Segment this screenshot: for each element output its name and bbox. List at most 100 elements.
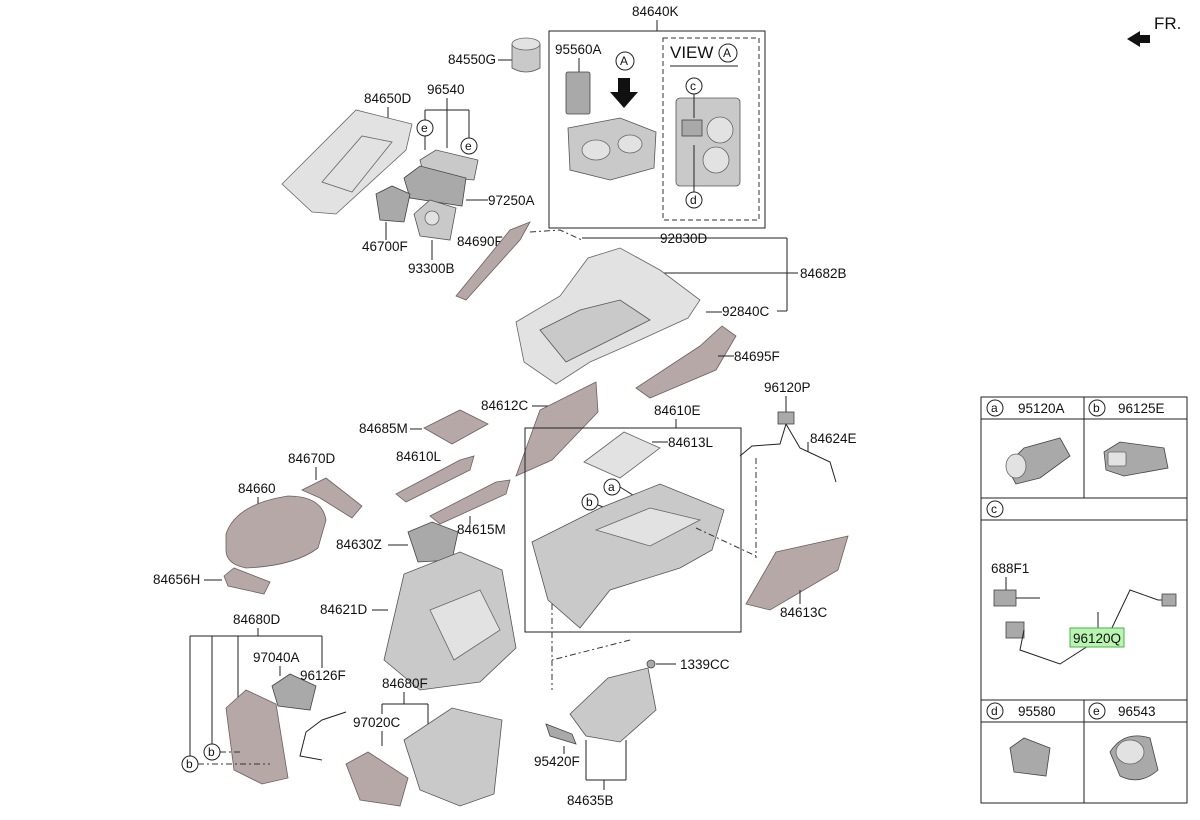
part-84680D [225,689,289,785]
label-84612C: 84612C [481,398,529,413]
callout-c-view: c [685,77,703,118]
callout-e-2: e [460,137,478,155]
svg-text:d: d [690,193,697,207]
svg-text:a: a [991,401,998,415]
callout-A-view: A [610,51,638,108]
part-84670D [301,477,363,519]
label-84635B: 84635B [567,793,614,808]
svg-text:a: a [608,480,615,494]
label-84660: 84660 [238,481,276,496]
harness-96120Q [1016,589,1172,665]
legend-c-part2: 96120Q [1073,631,1121,646]
part-95580 [1009,737,1051,777]
svg-text:b: b [208,745,215,759]
callout-e-1: e [416,119,434,150]
svg-text:b: b [586,495,593,509]
label-84695F: 84695F [734,349,780,364]
harness-84624E [739,423,837,483]
part-97020C [345,751,409,807]
label-95420F: 95420F [534,754,580,769]
label-84680D: 84680D [233,612,281,627]
part-84685M [423,409,489,445]
centerline-console [551,604,631,690]
part-84613C [745,535,849,611]
part-84613L [583,431,661,479]
front-label: FR. [1154,14,1181,33]
legend-a-part: 95120A [1018,401,1065,416]
label-84650D: 84650D [364,91,412,106]
part-84695F [635,325,737,399]
callout-b-84680D-1: b [203,743,240,761]
legend-cell-d: d 95580 [986,702,1056,777]
part-84635B [569,667,657,743]
label-96126F: 96126F [300,668,346,683]
label-84615M: 84615M [457,522,506,537]
svg-text:c: c [991,502,997,516]
label-84550G: 84550G [448,52,496,67]
label-84630Z: 84630Z [336,537,382,552]
arrow-down-icon [610,78,638,108]
label-1339CC: 1339CC [680,657,730,672]
label-84690F: 84690F [457,234,503,249]
view-A-tray [675,97,741,187]
legend-cell-b: b 96125E [1088,399,1169,477]
svg-text:b: b [186,757,193,771]
part-96120P [777,411,795,425]
part-688F1 [993,589,1017,607]
label-95560A: 95560A [555,42,602,57]
label-84624E: 84624E [810,431,857,446]
label-84610E: 84610E [654,403,701,418]
label-84680F: 84680F [382,676,428,691]
front-arrow-icon [1127,31,1150,47]
legend-table: a 95120A b 96125E c 688F1 96120Q [980,396,1188,804]
label-84656H: 84656H [153,572,200,587]
svg-text:c: c [690,79,696,93]
svg-text:e: e [465,139,472,153]
label-97250A: 97250A [488,193,535,208]
svg-text:A: A [620,54,628,68]
part-97040A [271,673,317,711]
part-95560A [565,71,591,115]
part-46700F [375,185,411,223]
label-93300B: 93300B [408,261,455,276]
label-84685M: 84685M [359,421,408,436]
label-84613C: 84613C [780,605,828,620]
part-84690F [455,221,531,301]
label-97040A: 97040A [253,650,300,665]
legend-cell-c: c 688F1 96120Q [986,500,1177,665]
label-92830D: 92830D [660,231,708,246]
part-84630Z [407,521,459,563]
label-84682B: 84682B [800,266,847,281]
view-label: VIEW [670,43,713,62]
callout-b-84680D-2: b [181,755,270,773]
svg-text:e: e [421,121,428,135]
legend-e-part: 96543 [1118,704,1156,719]
svg-text:b: b [1093,401,1100,415]
svg-text:e: e [1093,704,1100,718]
view-A-box [662,37,760,221]
label-96120P: 96120P [764,380,811,395]
legend-b-part: 96125E [1118,401,1165,416]
label-84640K: 84640K [632,4,679,19]
part-96125E [1103,441,1169,477]
part-84680F [403,707,503,807]
group-box-84640K [548,30,766,229]
legend-c-part1: 688F1 [991,561,1029,576]
part-84615M [429,479,511,525]
part-84612C [515,381,599,477]
part-84660 [225,495,327,569]
label-84610L: 84610L [396,449,442,464]
label-46700F: 46700F [362,239,408,254]
part-84656H [223,567,271,595]
part-84650D [281,109,413,215]
harness-96126F [299,711,347,761]
part-1339CC [646,659,656,669]
part-95420F [545,723,577,745]
svg-text:d: d [991,704,998,718]
front-direction-indicator: FR. [1127,14,1181,47]
legend-cell-e: e 96543 [1088,702,1159,781]
part-84640K-cup-holder [567,117,657,181]
label-84621D: 84621D [320,602,368,617]
callout-d-view: d [685,145,703,209]
